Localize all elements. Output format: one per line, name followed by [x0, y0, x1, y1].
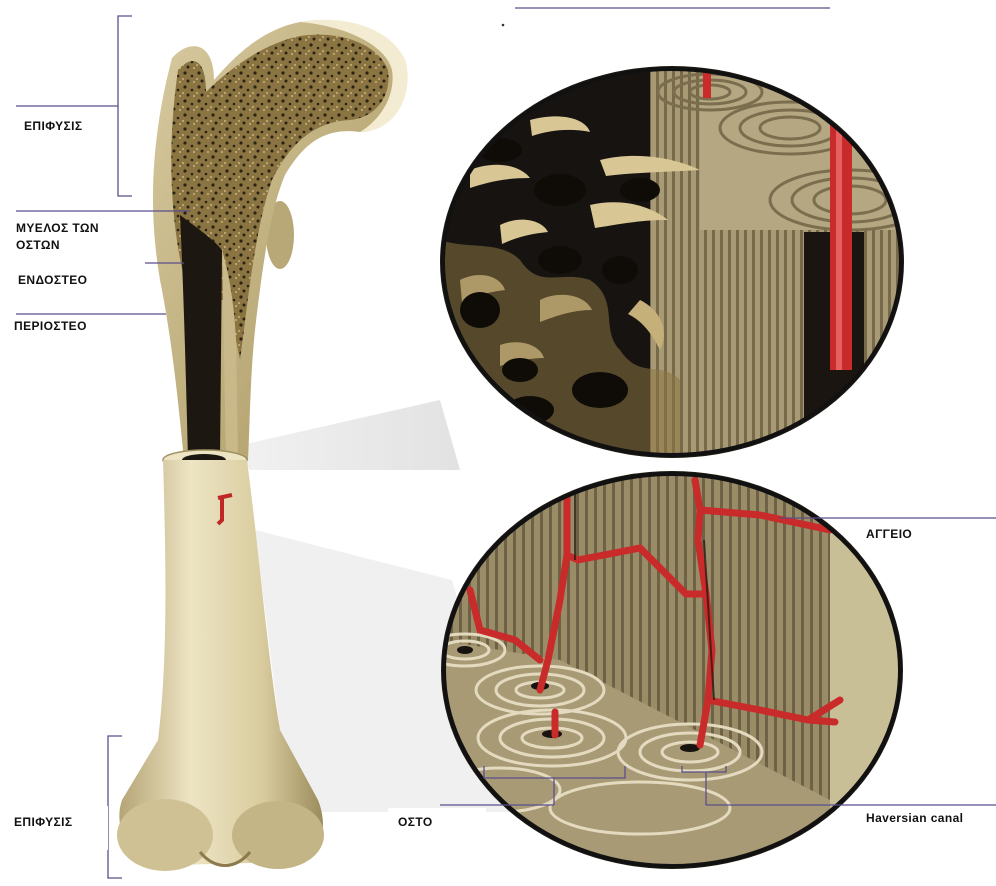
zoom-wedge-upper	[228, 400, 460, 470]
label-marrow-line2: ΟΣΤΩΝ	[16, 237, 60, 253]
lateral-condyle	[232, 801, 324, 869]
spongy-bone-inset	[440, 60, 930, 462]
label-epiphysis-top: ΕΠΙΦΥΣΙΣ	[24, 118, 82, 134]
label-marrow-line1: ΜΥΕΛΟΣ ΤΩΝ	[16, 220, 99, 236]
label-epiphysis-bottom: ΕΠΙΦΥΣΙΣ	[14, 814, 72, 830]
label-bone: ΟΣΤΟ	[398, 814, 433, 830]
medial-condyle	[117, 799, 213, 871]
label-vessel: ΑΓΓΕΙΟ	[866, 526, 912, 542]
label-haversian-canal: Haversian canal	[866, 810, 963, 826]
compact-bone-inset	[425, 470, 910, 880]
label-endosteum: ΕΝΔΟΣΤΕΟ	[18, 272, 87, 288]
label-periosteum: ΠΕΡΙΟΣΤΕΟ	[14, 318, 87, 334]
